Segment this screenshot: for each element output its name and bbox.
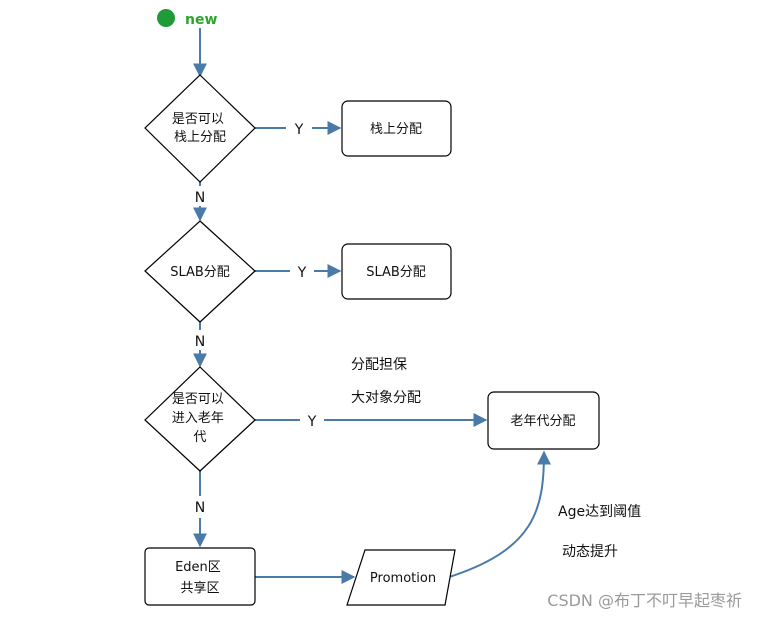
decision-old-line-3: 代 [193,430,206,445]
process-stack-allocation-label: 栈上分配 [370,122,422,137]
process-eden-label: Eden区 共享区 [175,560,225,596]
decision-slab-allocation [144,220,256,323]
note-age-threshold: Age达到阈值 [558,504,641,520]
decision-stack-label: 是否可以 栈上分配 [172,112,228,145]
edge-label-y-slab: Y [297,265,307,281]
note-allocation-guarantee: 分配担保 [351,357,407,373]
decision-old-label: 是否可以 进入老年 代 [172,392,228,445]
decision-stack-line-1: 是否可以 [172,112,224,127]
io-promotion [346,549,456,606]
edge-label-n-slab: N [195,334,205,350]
edge-label-n-old: N [195,500,205,516]
start-label: new [185,12,217,28]
decision-old-generation [144,366,256,472]
decision-slab-label: SLAB分配 [170,265,230,280]
note-large-object: 大对象分配 [351,390,421,406]
process-old-generation-label: 老年代分配 [510,414,575,429]
process-old-generation [487,391,600,450]
io-promotion-label: Promotion [370,571,436,586]
decision-stack-line-2: 栈上分配 [174,130,226,145]
decision-stack-allocation [144,74,256,183]
edge-promotion-to-old-gen [445,450,551,579]
process-eden-line-1: Eden区 [175,560,221,575]
decision-old-line-1: 是否可以 [172,392,224,407]
decision-old-line-2: 进入老年 [172,411,224,426]
edge-label-n-stack: N [195,190,205,206]
note-dynamic-promotion: 动态提升 [562,544,618,560]
edge-label-y-old: Y [307,414,317,430]
process-eden-line-2: 共享区 [180,580,219,596]
edge-label-y-stack: Y [294,122,304,138]
start-node [157,9,175,27]
process-stack-allocation [341,100,452,157]
watermark: CSDN @布丁不叮早起枣祈 [547,591,742,610]
process-eden [144,547,256,606]
process-slab-allocation [341,243,452,300]
process-slab-allocation-label: SLAB分配 [366,265,426,280]
